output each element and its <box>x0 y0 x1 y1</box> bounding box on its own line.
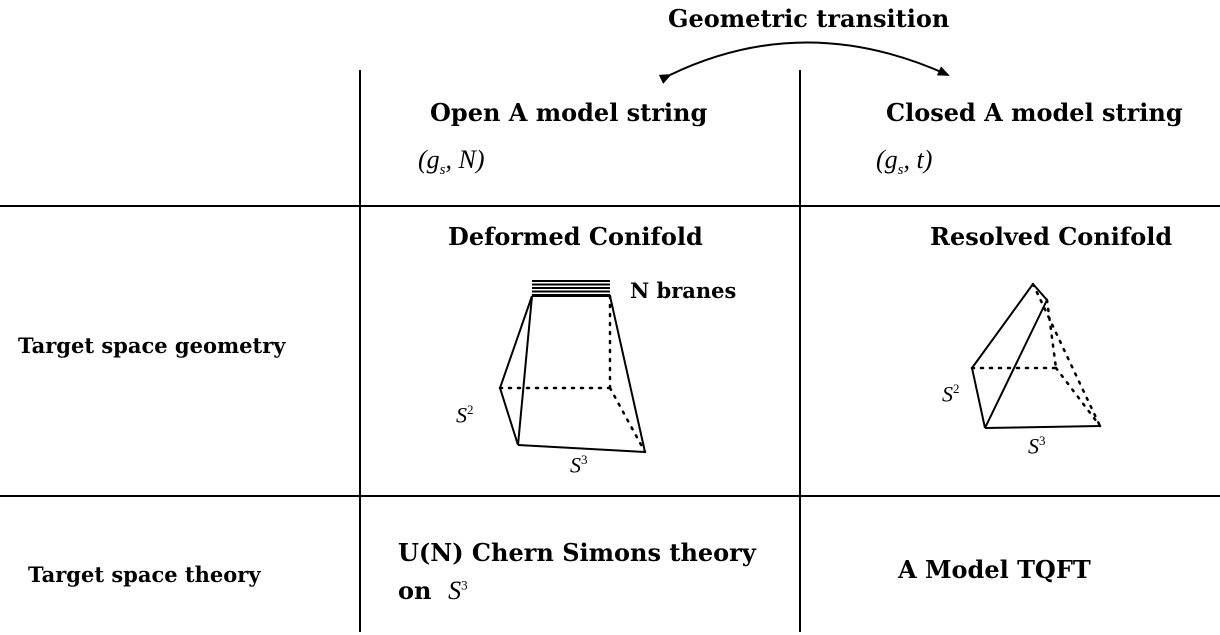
transition-arrow <box>658 41 950 84</box>
closed-model-params: (gs, t) <box>876 145 933 179</box>
deformed-conifold-figure <box>498 280 647 454</box>
s3-label-deformed: S3 <box>570 452 588 478</box>
chern-simons-line1: U(N) Chern Simons theory <box>398 538 756 567</box>
gs-symbol: g <box>426 145 440 174</box>
s2-label-deformed: S2 <box>456 402 474 428</box>
transition-label: Geometric transition <box>668 4 950 33</box>
a-model-tqft: A Model TQFT <box>898 555 1091 584</box>
row-label-geometry: Target space geometry <box>18 333 286 358</box>
n-branes-label: N branes <box>630 278 737 303</box>
resolved-conifold-figure <box>970 282 1102 429</box>
row-label-theory: Target space theory <box>28 562 261 587</box>
deformed-conifold-title: Deformed Conifold <box>448 222 703 251</box>
chern-simons-line2: on S3 <box>398 576 468 605</box>
n-symbol: N <box>458 145 476 174</box>
resolved-conifold-title: Resolved Conifold <box>930 222 1173 251</box>
s2-label-resolved: S2 <box>942 381 960 407</box>
closed-model-title: Closed A model string <box>886 98 1183 127</box>
open-model-title: Open A model string <box>430 98 708 127</box>
open-model-params: (gs, N) <box>418 145 485 179</box>
s3-label-resolved: S3 <box>1028 433 1046 459</box>
